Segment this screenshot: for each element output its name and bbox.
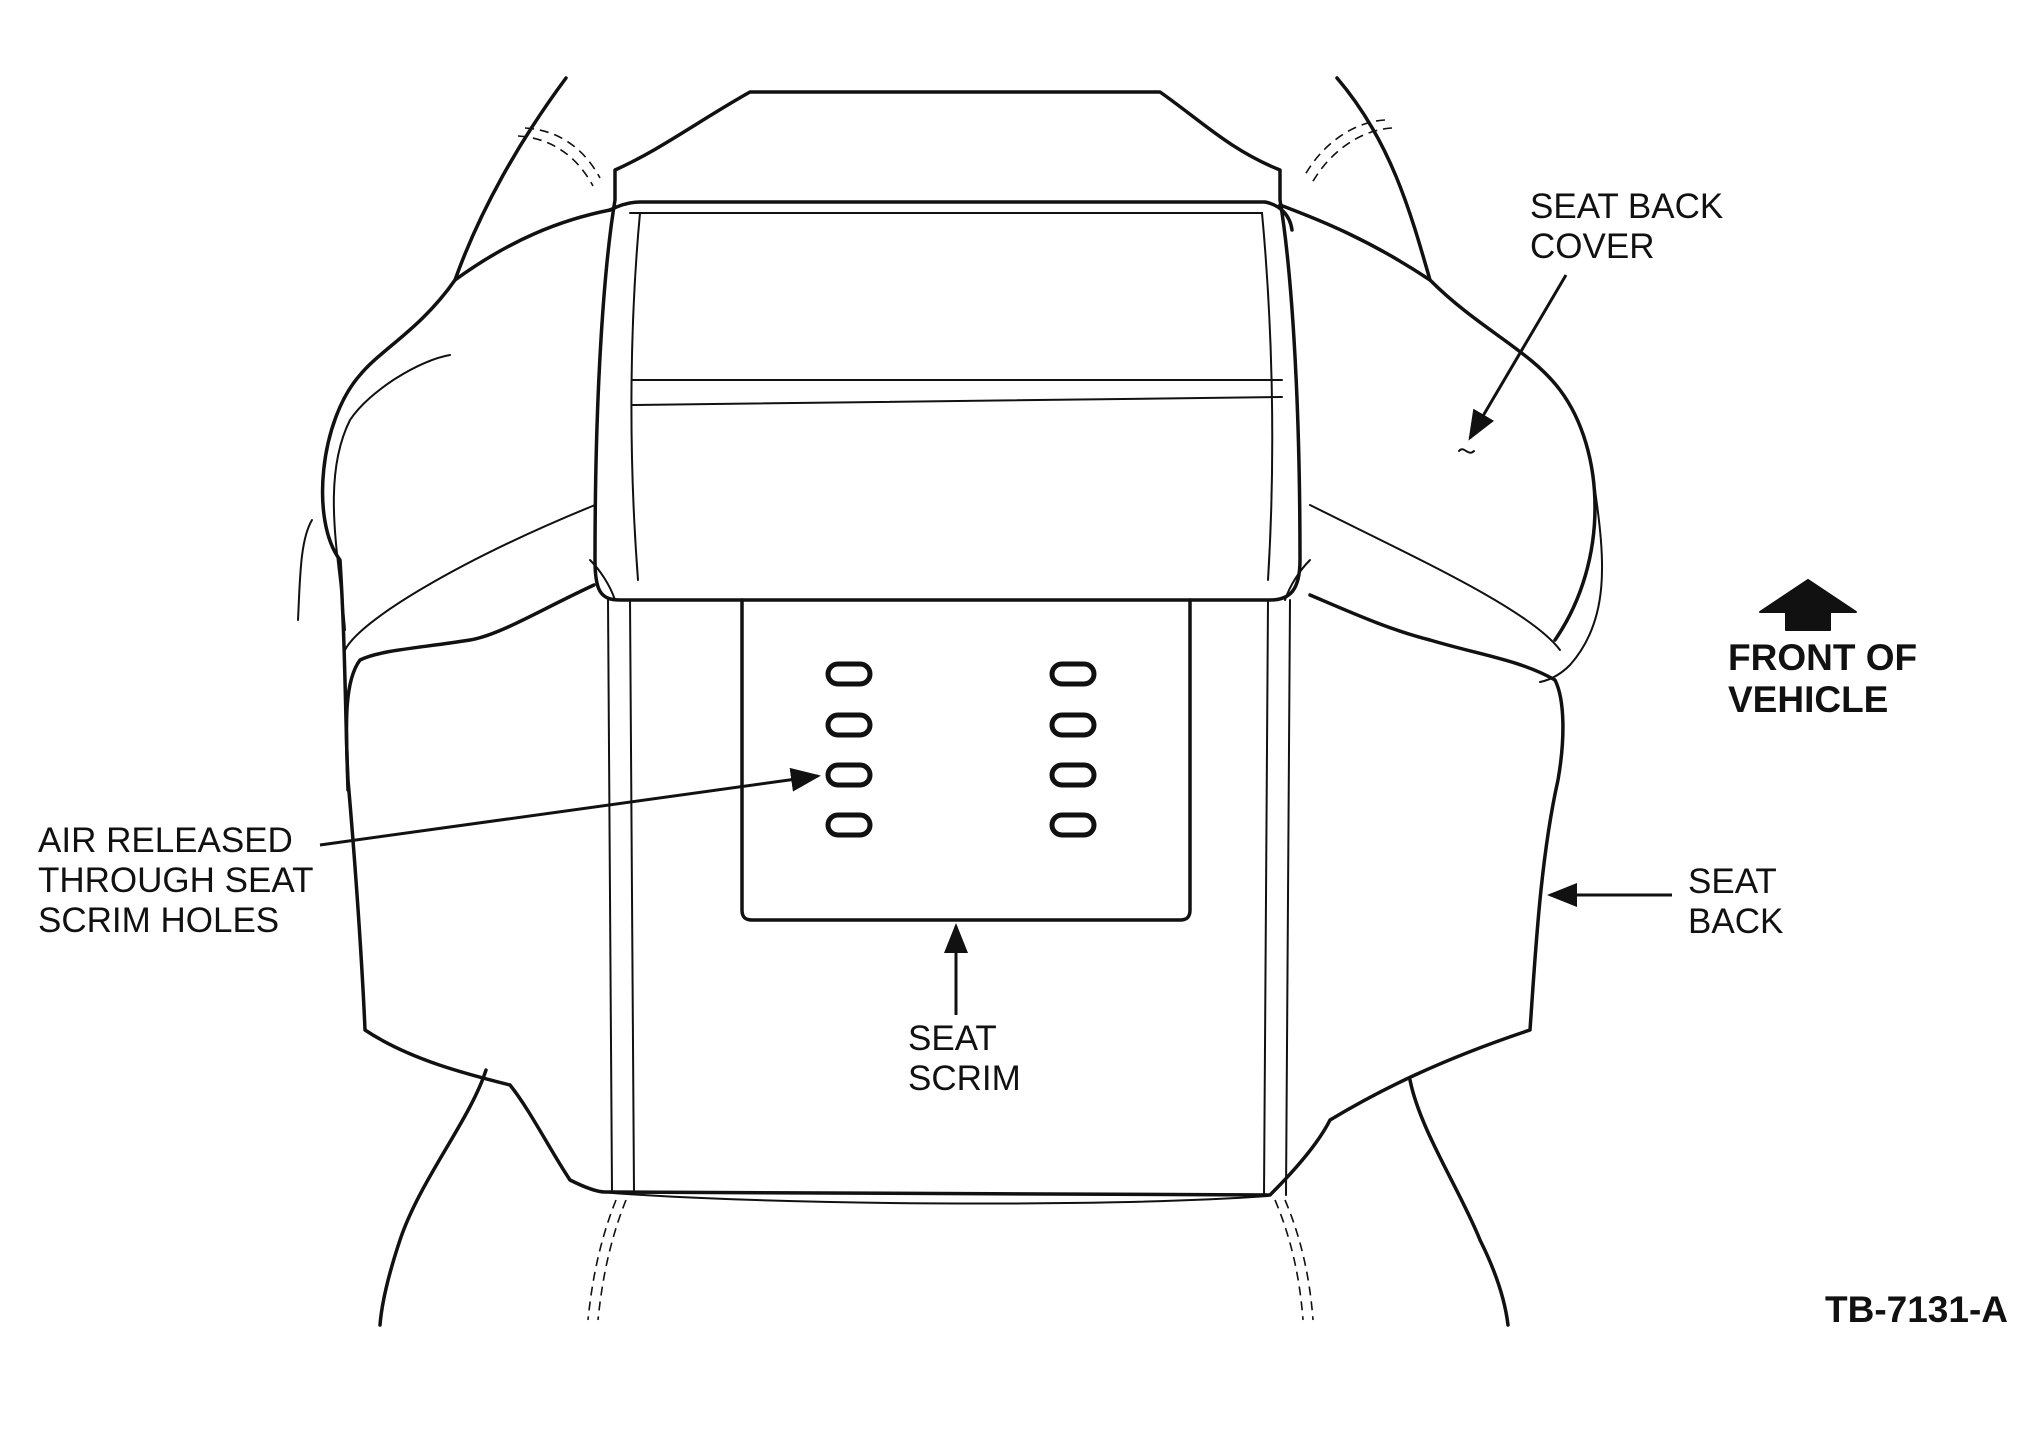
scrim-hole xyxy=(1049,812,1097,838)
seat-shell xyxy=(297,76,1603,792)
leader-seat-back-cover xyxy=(1468,274,1568,441)
label-seat-back-cover-line1: SEAT BACK xyxy=(1530,187,1723,226)
label-seat-scrim-line1: SEAT xyxy=(908,1019,997,1058)
up-arrow-icon xyxy=(1759,579,1857,631)
label-seat-back-line1: SEAT xyxy=(1688,862,1777,901)
label-seat-back-cover-line2: COVER xyxy=(1530,227,1654,266)
scrim-holes xyxy=(825,661,1097,838)
scrim-hole xyxy=(825,762,873,788)
scrim-hole xyxy=(1049,762,1097,788)
seat-back-cover xyxy=(344,448,1565,1205)
scrim-hole xyxy=(1049,661,1097,687)
scrim-hole xyxy=(1049,712,1097,738)
label-air-released-line2: THROUGH SEAT xyxy=(38,861,313,900)
leader-air-released xyxy=(319,767,821,847)
figure-id: TB-7131-A xyxy=(1825,1289,2008,1330)
label-front-of-vehicle-line1: FRONT OF xyxy=(1728,637,1917,678)
label-seat-back-line2: BACK xyxy=(1688,902,1783,941)
seat-cushion xyxy=(378,1068,1510,1327)
label-air-released-line1: AIR RELEASED xyxy=(38,821,293,860)
scrim-hole xyxy=(825,661,873,687)
head-restraint xyxy=(589,90,1311,602)
scrim-hole xyxy=(825,812,873,838)
label-front-of-vehicle-line2: VEHICLE xyxy=(1728,679,1888,720)
seat-scrim xyxy=(740,598,1192,922)
scrim-hole xyxy=(825,712,873,738)
label-air-released-line3: SCRIM HOLES xyxy=(38,901,279,940)
leader-lines xyxy=(319,274,1672,1015)
label-seat-scrim-line2: SCRIM xyxy=(908,1059,1021,1098)
